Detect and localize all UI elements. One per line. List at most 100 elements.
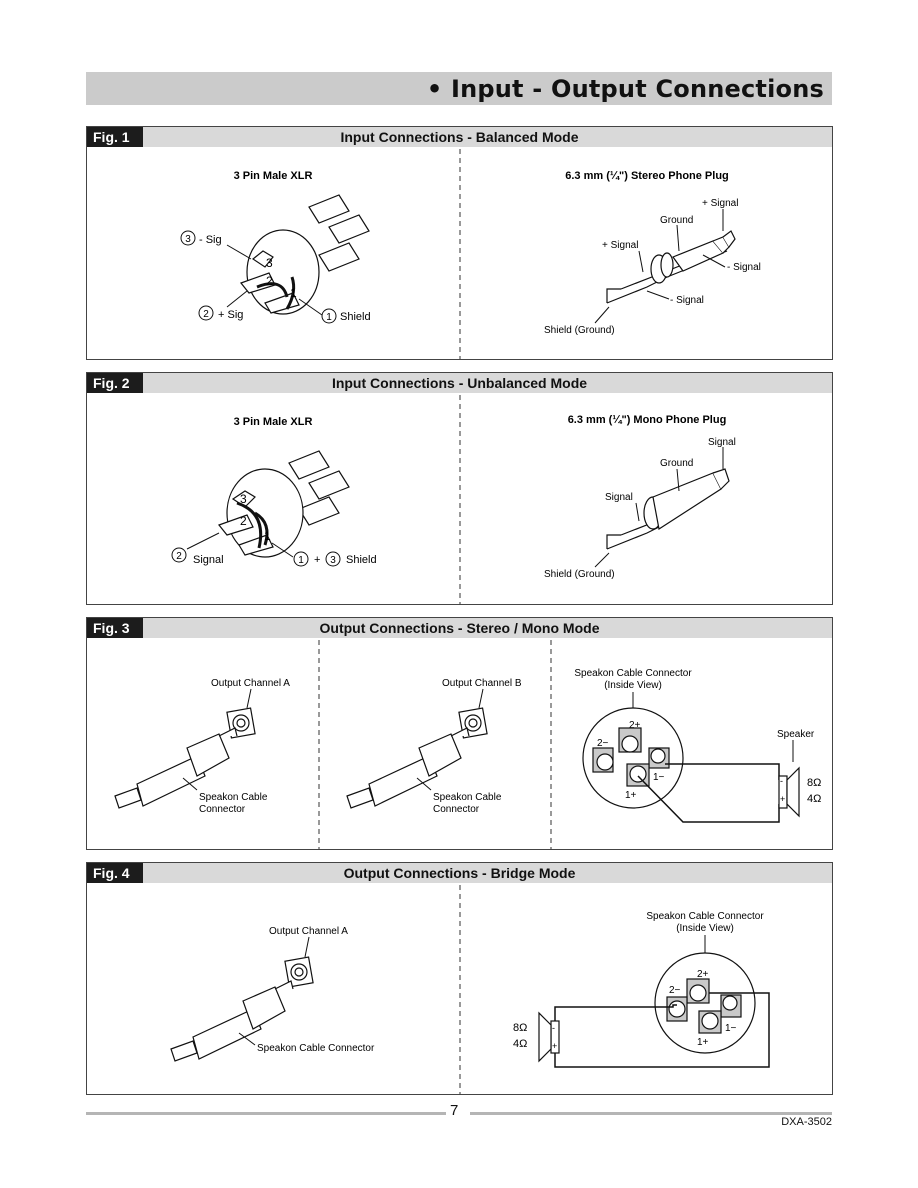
fig1-plug-ground: Ground	[660, 215, 693, 226]
fig2-shield-arrow	[594, 552, 610, 568]
speakon-connector-b-icon	[346, 707, 488, 809]
fig4-diagram: Output Channel A Speakon Cable Connector…	[170, 885, 770, 1094]
fig3-cable-connector-a-2: Connector	[199, 804, 246, 815]
fig4-wire-plus	[554, 992, 770, 1068]
fig2-callout-pin1-num: 1	[298, 555, 304, 566]
fig3-cable-connector-a-1: Speakon Cable	[199, 792, 268, 803]
fig2-header	[87, 373, 832, 393]
fig1-callout-pin2-num: 2	[203, 309, 209, 320]
fig2-pin2-label: Signal	[193, 554, 224, 566]
fig4-channel-a-arrow	[304, 936, 310, 958]
fig2-title: Input Connections - Unbalanced Mode	[331, 375, 588, 391]
fig4-term-2plus: 2+	[697, 969, 709, 980]
fig1-pin1-arrow	[298, 298, 323, 316]
fig1-title: Input Connections - Balanced Mode	[340, 129, 579, 145]
fig3-cable-connector-b-2: Connector	[433, 804, 480, 815]
speakon-inside-view-icon	[654, 952, 756, 1054]
fig2-plug-ground: Ground	[660, 458, 693, 469]
fig1-plug-minus-signal-lower: - Signal	[670, 295, 704, 306]
xlr-pin3-number: 3	[266, 256, 273, 270]
fig3-cable-b-arrow	[416, 777, 432, 791]
fig1-pin1-label: Shield	[340, 311, 371, 323]
xlr-pin1-number: 1	[290, 286, 297, 300]
fig4-term-1plus: 1+	[697, 1037, 709, 1048]
footer-rule-right	[470, 1112, 832, 1115]
fig3-title: Output Connections - Stereo / Mono Mode	[319, 620, 600, 636]
fig1-label: Fig. 1	[87, 127, 143, 147]
fig1-callout-pin3-num: 3	[185, 234, 191, 245]
fig1-header	[87, 127, 832, 147]
fig2-ground-arrow	[676, 468, 680, 492]
fig4-ohm-8: 8Ω	[513, 1022, 527, 1034]
fig1-minus-signal-right-arrow	[702, 254, 726, 268]
fig3-speaker-label: Speaker	[777, 729, 815, 740]
fig1-shield-arrow	[594, 306, 610, 324]
fig4-wire-minus	[554, 1004, 677, 1025]
xlr-pin2-number: 2	[240, 514, 247, 528]
fig4-cable-connector: Speakon Cable Connector	[257, 1043, 375, 1054]
fig1-panel: Fig. 1 Input Connections - Balanced Mode…	[86, 126, 833, 360]
page-title-bar: • Input - Output Connections	[86, 72, 832, 105]
fig1-plug-plus-signal-left: + Signal	[602, 240, 638, 251]
fig3-ohm-8: 8Ω	[807, 777, 821, 789]
fig3-wire-plus	[637, 775, 780, 823]
fig4-term-1minus: 1−	[725, 1023, 737, 1034]
fig4-panel: Fig. 4 Output Connections - Bridge Mode …	[86, 862, 833, 1095]
fig4-ohm-4: 4Ω	[513, 1038, 527, 1050]
fig4-speakon-heading-1: Speakon Cable Connector	[646, 911, 764, 922]
fig2-plug-signal-left: Signal	[605, 492, 633, 503]
speakon-connector-a-icon	[114, 707, 256, 809]
fig3-wire-minus	[665, 763, 780, 780]
fig3-term-1plus: 1+	[625, 790, 637, 801]
fig1-callout-pin2-circle	[198, 305, 214, 321]
fig4-speakon-heading-2: (Inside View)	[676, 923, 734, 934]
fig3-channel-a-arrow	[246, 688, 252, 709]
xlr-connector-icon	[218, 450, 350, 558]
fig3-speakon-heading-2: (Inside View)	[604, 680, 662, 691]
xlr-pin3-number: 3	[240, 492, 247, 506]
fig3-cable-a-arrow	[182, 777, 198, 791]
stereo-phone-plug-icon	[606, 230, 736, 304]
fig2-pin13-plus: +	[314, 554, 320, 566]
speaker-icon	[778, 766, 800, 818]
fig1-plug-plus-signal-top: + Signal	[702, 198, 738, 209]
fig3-channel-b-arrow	[478, 688, 484, 709]
fig3-channel-b: Output Channel B	[442, 678, 522, 689]
fig2-callout-pin3-num: 3	[330, 555, 336, 566]
fig1-plug-minus-signal-right: - Signal	[727, 262, 761, 273]
fig1-callout-pin1-circle	[321, 308, 337, 324]
fig3-spk-plus: +	[780, 794, 785, 804]
fig1-pin3-label: - Sig	[199, 234, 222, 246]
fig2-callout-pin3-circle	[325, 551, 341, 567]
fig1-pin3-arrow	[226, 244, 252, 260]
fig4-cable-arrow	[238, 1032, 256, 1046]
page-title: • Input - Output Connections	[426, 75, 824, 103]
fig3-header	[87, 618, 832, 638]
fig2-pin13-arrow	[271, 542, 294, 558]
fig4-spk-plus: +	[552, 1041, 557, 1051]
speakon-connector-a-icon	[170, 956, 314, 1062]
fig2-label: Fig. 2	[87, 373, 143, 393]
footer-rule-left	[86, 1112, 446, 1115]
page-number: 7	[450, 1102, 459, 1119]
fig3-label: Fig. 3	[87, 618, 143, 638]
fig4-spk-minus: -	[552, 1023, 555, 1033]
fig3-term-1minus: 1−	[653, 772, 665, 783]
fig1-callout-pin1-num: 1	[326, 312, 332, 323]
fig1-diagram: 3 Pin Male XLR 6.3 mm (¼") Stereo Phone …	[180, 149, 761, 359]
fig4-term-2minus: 2−	[669, 985, 681, 996]
model-number: DXA-3502	[781, 1116, 832, 1128]
fig3-speakon-heading-1: Speakon Cable Connector	[574, 668, 692, 679]
fig3-spk-minus: -	[780, 776, 783, 786]
fig1-left-heading: 3 Pin Male XLR	[234, 170, 313, 182]
fig2-right-heading: 6.3 mm (¼") Mono Phone Plug	[568, 414, 727, 426]
fig3-panel: Fig. 3 Output Connections - Stereo / Mon…	[86, 617, 833, 850]
fig1-pin2-label: + Sig	[218, 309, 243, 321]
xlr-connector-icon	[240, 194, 370, 315]
fig2-pin13-label: Shield	[346, 554, 377, 566]
fig3-channel-a: Output Channel A	[211, 678, 290, 689]
fig3-diagram: Output Channel A Speakon Cable Connector…	[114, 640, 821, 849]
speaker-icon	[538, 1011, 560, 1063]
fig1-plug-shield: Shield (Ground)	[544, 325, 615, 336]
fig1-minus-signal-lower-arrow	[646, 290, 670, 300]
